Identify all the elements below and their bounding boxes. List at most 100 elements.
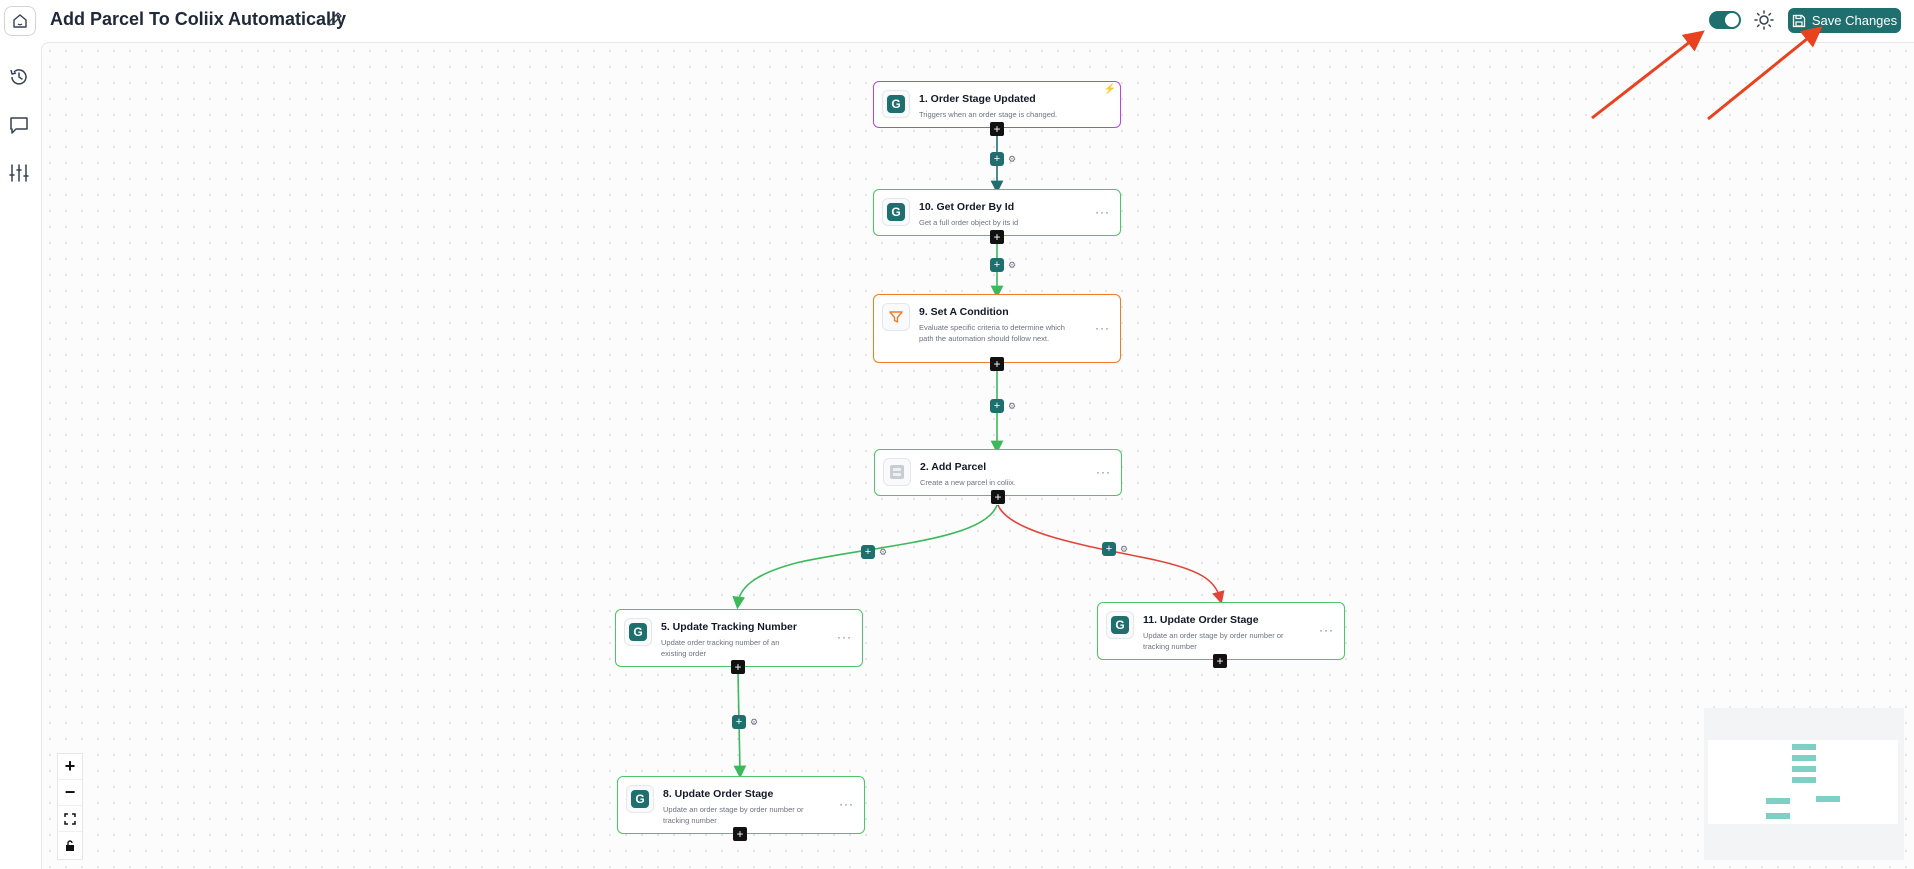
save-changes-label: Save Changes [1811,13,1898,28]
home-button[interactable] [4,6,36,36]
trigger-icon: ⚡ [1103,84,1116,95]
node-description: Update order tracking number of an exist… [661,638,780,658]
node-description: Triggers when an order stage is changed. [919,110,1058,119]
gokitty-logo-icon: G [1111,616,1129,634]
edge-settings-icon[interactable]: ⚙ [1008,154,1017,164]
insert-step-button[interactable]: + [990,152,1004,166]
minimap-node [1766,798,1790,804]
sidebar-item-comments[interactable] [8,114,32,138]
node-more-icon[interactable]: ··· [839,797,854,811]
toggle-knob [1725,13,1739,27]
insert-step-button[interactable]: + [861,545,875,559]
node-more-icon[interactable]: ··· [1096,464,1111,479]
minimap-node [1792,766,1816,772]
top-bar: Add Parcel To Coliix Automatically [0,0,1914,42]
zoom-out-button[interactable]: − [58,780,82,806]
minimap-node [1792,744,1816,750]
gokitty-logo-icon: G [887,203,905,221]
active-toggle[interactable] [1709,11,1741,29]
node-set-a-condition[interactable]: 9. Set A Condition Evaluate specific cri… [873,294,1121,363]
zoom-in-button[interactable]: + [58,754,82,780]
node-get-order-by-id[interactable]: G 10. Get Order By Id Get a full order o… [873,189,1121,236]
fit-view-button[interactable] [58,806,82,832]
node-more-icon[interactable]: ··· [1095,320,1110,335]
edge-settings-icon[interactable]: ⚙ [1120,544,1129,554]
insert-step-button[interactable]: + [1102,542,1116,556]
node-app-icon: G [882,198,910,226]
chat-icon [10,117,28,134]
node-title: 1. Order Stage Updated [919,93,1036,105]
node-add-parcel[interactable]: 2. Add Parcel Create a new parcel in col… [874,449,1122,496]
node-app-icon: G [624,618,652,646]
node-update-tracking-number[interactable]: G 5. Update Tracking Number Update order… [615,609,863,667]
node-description: Update an order stage by order number or… [663,805,804,825]
edge-settings-icon[interactable]: ⚙ [1008,401,1017,411]
gokitty-logo-icon: G [631,790,649,808]
node-more-icon[interactable]: ··· [1095,204,1110,219]
sun-icon [1754,10,1774,30]
node-app-icon: G [626,785,654,813]
node-description: Update an order stage by order number or… [1143,631,1284,651]
lock-icon [66,839,74,851]
insert-step-button[interactable]: + [990,399,1004,413]
sidebar-item-history[interactable] [8,66,32,90]
flow-canvas[interactable] [41,42,1914,869]
add-step-handle[interactable]: + [731,660,745,674]
add-step-handle[interactable]: + [990,122,1004,136]
theme-toggle-button[interactable] [1753,9,1775,31]
save-icon [1792,14,1806,27]
node-app-icon: G [1106,611,1134,639]
zoom-controls: + − [57,753,83,860]
left-sidebar [0,42,40,869]
add-step-handle[interactable]: + [991,490,1005,504]
lock-button[interactable] [58,832,82,858]
node-description: Create a new parcel in coliix. [920,478,1016,487]
node-title: 10. Get Order By Id [919,201,1015,213]
minus-icon: − [64,782,76,802]
node-update-order-stage-11[interactable]: G 11. Update Order Stage Update an order… [1097,602,1345,660]
minimap[interactable] [1704,708,1904,860]
node-more-icon[interactable]: ··· [1319,623,1334,637]
edge-settings-icon[interactable]: ⚙ [750,717,759,727]
pencil-icon [328,12,342,26]
node-more-icon[interactable]: ··· [837,630,852,644]
sidebar-item-settings[interactable] [8,162,32,186]
minimap-node [1792,777,1816,783]
save-changes-button[interactable]: Save Changes [1788,8,1901,33]
minimap-node [1792,755,1816,761]
node-order-stage-updated[interactable]: G 1. Order Stage Updated Triggers when a… [873,81,1121,128]
edge-settings-icon[interactable]: ⚙ [1008,260,1017,270]
page-title: Add Parcel To Coliix Automatically [50,9,347,29]
node-description: Get a full order object by its id [919,218,1019,227]
history-icon [10,69,27,85]
node-title: 9. Set A Condition [919,306,1009,318]
gokitty-logo-icon: G [887,95,905,113]
add-step-handle[interactable]: + [1213,654,1227,668]
edge-settings-icon[interactable]: ⚙ [879,547,888,557]
home-icon [13,14,27,28]
insert-step-button[interactable]: + [732,715,746,729]
node-update-order-stage-8[interactable]: G 8. Update Order Stage Update an order … [617,776,865,834]
edit-title-button[interactable] [326,10,346,30]
node-app-icon [882,303,910,331]
minimap-node [1816,796,1840,802]
gokitty-logo-icon: G [629,623,647,641]
node-title: 11. Update Order Stage [1143,614,1259,626]
node-description: Evaluate specific criteria to determine … [919,323,1065,343]
coliix-logo-icon [890,465,904,479]
sliders-icon [9,164,29,182]
node-title: 8. Update Order Stage [663,788,774,800]
node-title: 2. Add Parcel [920,461,987,473]
filter-icon [889,311,903,323]
node-app-icon: G [882,90,910,118]
add-step-handle[interactable]: + [990,230,1004,244]
plus-icon: + [64,756,76,776]
minimap-node [1766,813,1790,819]
add-step-handle[interactable]: + [733,827,747,841]
fit-view-icon [64,812,76,825]
node-app-icon [883,458,911,486]
insert-step-button[interactable]: + [990,258,1004,272]
node-title: 5. Update Tracking Number [661,621,797,633]
add-step-handle[interactable]: + [990,357,1004,371]
